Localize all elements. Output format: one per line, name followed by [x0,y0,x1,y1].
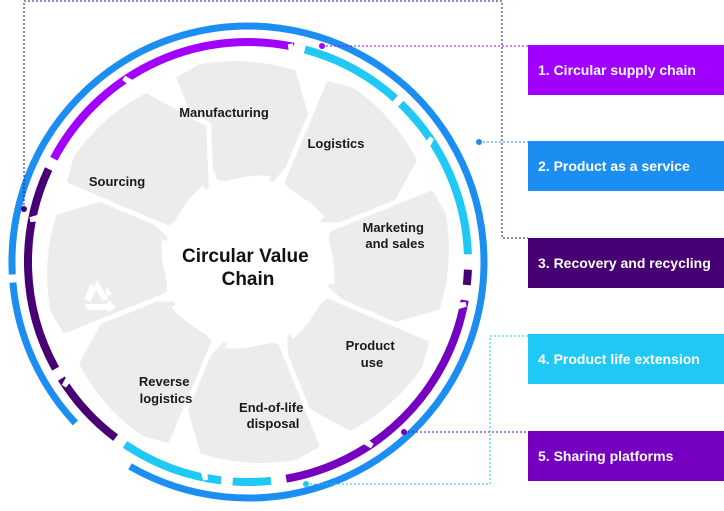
leader-lines [21,0,528,487]
inner-ring-product-life-extension [232,476,272,486]
stage-label-manufacturing: Manufacturing [179,105,269,120]
leader-dot [476,139,482,145]
outer-ring-product-as-a-service [9,282,78,426]
legend-product-life-extension: 4. Product life extension [528,334,724,384]
inner-ring-recovery-and-recycling [23,167,60,371]
recycle-icon [84,280,116,312]
leader-line-recovery-and-recycling [23,0,528,239]
leader-dot [303,481,309,487]
legend-sharing-platforms: 5. Sharing platforms [528,431,724,481]
inner-ring-product-life-extension [122,441,222,485]
stage-label-end-of-life-disposal: End-of-life disposal [239,400,307,431]
inner-ring-recovery-and-recycling [462,269,472,286]
legend-product-as-a-service: 2. Product as a service [528,141,724,191]
center-hub [164,178,332,346]
legend-label: 1. Circular supply chain [538,62,696,78]
outer-ring-product-as-a-service [8,22,488,502]
legend-label: 3. Recovery and recycling [538,255,711,271]
strategy-rings [8,22,488,502]
leader-dot [21,206,27,212]
legend-label: 5. Sharing platforms [538,448,674,464]
inner-ring-circular-supply-chain [50,95,104,161]
inner-ring-sharing-platforms [285,299,469,483]
stage-arrows [29,43,467,481]
legend-label: 2. Product as a service [538,158,690,174]
stage-label-sourcing: Sourcing [89,174,145,189]
leader-dot [401,429,407,435]
legend-label: 4. Product life extension [538,351,700,367]
leader-line-product-life-extension [306,335,528,485]
leader-dot [319,43,325,49]
inner-ring-product-life-extension [303,45,398,102]
inner-ring-product-life-extension [398,100,472,255]
stage-label-reverse-logistics: Reverse logistics [139,374,193,406]
stage-label-logistics: Logistics [307,136,364,151]
legend-recovery-and-recycling: 3. Recovery and recycling [528,238,724,288]
stage-label-product-use: Product use [346,338,399,370]
stage-label-marketing-and-sales: Marketing and sales [362,220,427,251]
legend-circular-supply-chain: 1. Circular supply chain [528,45,724,95]
center-title: Circular Value Chain [182,246,314,290]
